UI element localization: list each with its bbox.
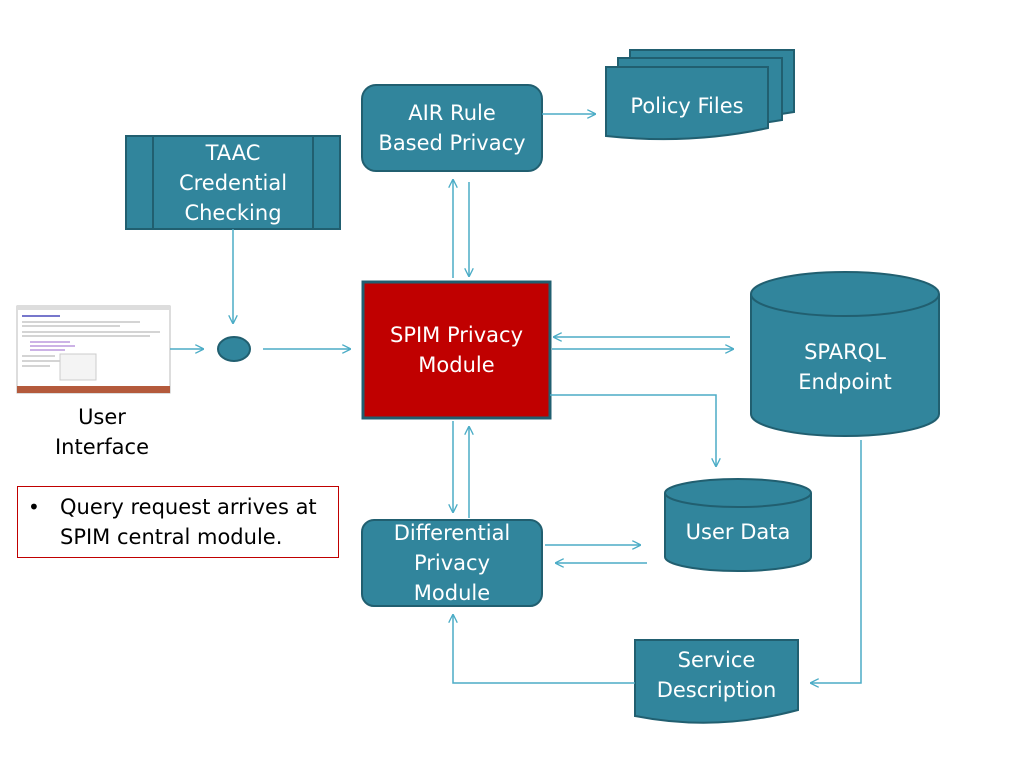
taac-box	[125, 135, 341, 230]
service-description-shape	[634, 639, 799, 724]
spim-box	[361, 280, 552, 420]
sparql-cylinder	[750, 271, 940, 437]
policy-files-shape	[605, 49, 795, 141]
user-data-cylinder	[664, 478, 812, 572]
arrow-service-to-differential	[453, 615, 635, 684]
user-interface-thumbnail	[16, 305, 171, 394]
callout-text: Query request arrives at SPIM central mo…	[60, 495, 317, 549]
differential-box	[361, 519, 543, 607]
air-rule-box	[361, 84, 543, 172]
callout-box: • Query request arrives at SPIM central …	[17, 486, 339, 558]
merge-node	[217, 336, 251, 362]
arrow-sparql-to-service	[811, 440, 862, 683]
bullet-glyph: •	[28, 495, 40, 519]
arrow-spim-to-user-data	[550, 394, 716, 466]
